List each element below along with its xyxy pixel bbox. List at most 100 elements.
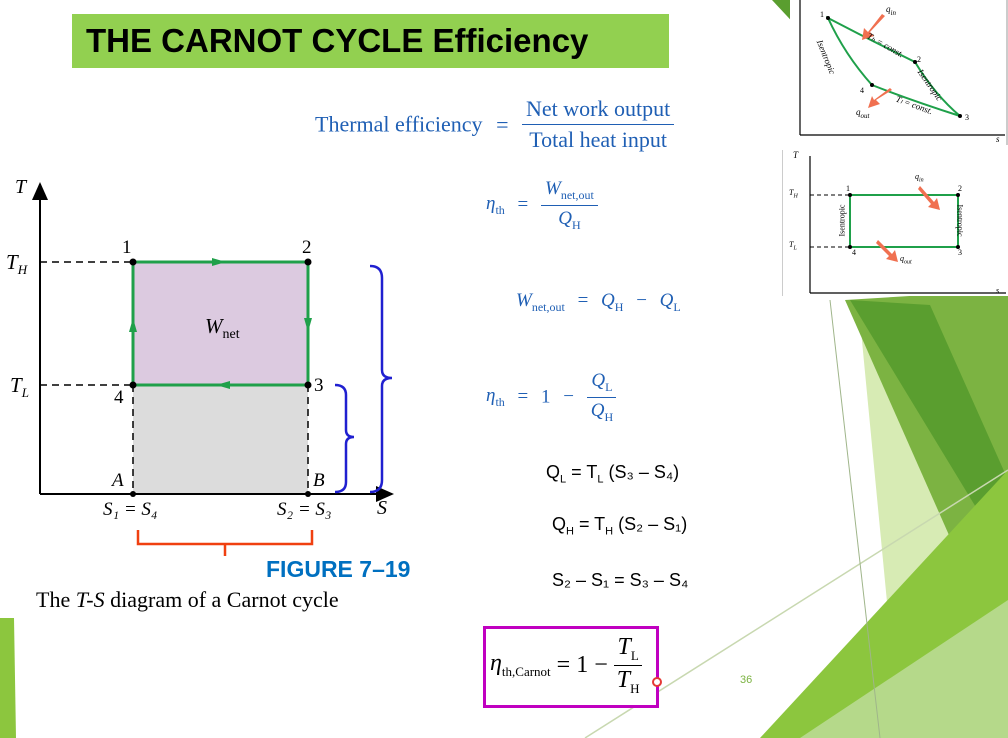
tl-subscript: L <box>630 647 639 663</box>
point-2-dot <box>304 258 312 266</box>
point-b-label: B <box>313 470 325 491</box>
mid-isentropic-right: Isentropic <box>955 204 965 237</box>
cycle-path <box>849 194 959 248</box>
figure-label: FIGURE 7–19 <box>266 556 411 582</box>
deco-shape-left <box>0 618 16 738</box>
heat-in-arrow-icon <box>918 186 940 210</box>
arrow-down-icon <box>304 318 312 332</box>
w-symbol: W <box>545 178 561 199</box>
qh-symbol: Q <box>590 399 605 421</box>
y-axis-label: T <box>15 176 27 198</box>
eta-subscript: th <box>495 394 505 409</box>
one: 1 <box>541 386 551 408</box>
ql-subscript: L <box>673 299 681 314</box>
point-1-dot <box>129 258 137 266</box>
point-2-dot <box>956 193 960 197</box>
qout-main: q <box>900 254 904 263</box>
net-work-equation: Wnet,out = QH − QL <box>516 290 681 315</box>
ql-subscript: L <box>605 379 613 394</box>
one: 1 <box>576 651 589 678</box>
th-sub: H <box>793 193 798 200</box>
mid-isentropic-left: Isentropic <box>837 204 847 237</box>
q-symbol: Q <box>546 462 561 482</box>
point-1-label: 1 <box>122 237 132 258</box>
minus-sign: − <box>594 651 608 678</box>
mid-th-label: TH <box>789 188 798 200</box>
qin-main: q <box>886 4 891 14</box>
ql-symbol: Q <box>659 290 674 311</box>
qh-brace-icon <box>369 264 393 494</box>
equals-sign: = <box>571 462 587 482</box>
top-point-4: 4 <box>860 86 864 95</box>
mid-tl-label: TL <box>789 240 797 252</box>
thermal-efficiency-equation: Thermal efficiency = Net work output Tot… <box>315 96 675 153</box>
point-3-dot <box>304 381 312 389</box>
wnet-sub: net <box>222 327 240 343</box>
q-subscript: L <box>560 473 567 486</box>
qin-sub: in <box>919 177 924 184</box>
eta-subscript: th <box>495 202 505 217</box>
eta-symbol: η <box>490 650 502 677</box>
point-4-dot <box>848 245 852 249</box>
equals-sign: = <box>496 111 509 137</box>
figure-caption: The T-S diagram of a Carnot cycle <box>36 587 339 613</box>
th-main: T <box>6 250 18 274</box>
arrow-up-icon <box>129 318 137 332</box>
eta-subscript: th,Carnot <box>501 664 551 680</box>
point-3-dot <box>956 245 960 249</box>
t-subscript: L <box>597 473 604 486</box>
th-sub: H <box>17 262 28 278</box>
equals-sign: = <box>578 514 595 534</box>
q-ratio-fraction: QL QH <box>587 370 617 425</box>
point-4-dot <box>129 381 137 389</box>
point-3-dot <box>958 114 962 118</box>
t-symbol: T <box>586 462 598 482</box>
carnot-efficiency-box <box>483 626 659 708</box>
minus-sign: − <box>636 290 647 311</box>
tl-label: TL <box>10 373 29 401</box>
mid-point-3: 3 <box>958 248 962 257</box>
arrow-right-icon <box>212 258 226 266</box>
qh-subscript: H <box>604 409 614 424</box>
point-2-dot <box>913 60 917 64</box>
mid-qout-label: qout <box>900 254 912 266</box>
th-symbol: T <box>616 666 631 693</box>
s1-s4-label: S₁ = S₄ <box>103 499 158 520</box>
ql-brace-icon <box>334 383 355 494</box>
wnet-main: W <box>205 314 223 338</box>
q-symbol: Q <box>558 207 572 229</box>
point-4-dot <box>870 83 874 87</box>
entropy-bracket <box>136 530 314 556</box>
th-subscript: H <box>630 680 640 696</box>
qh-equation: QH = TH (S₂ – S₁) <box>552 514 687 538</box>
point-3-label: 3 <box>314 375 324 396</box>
s2-s3-label: S₂ = S₃ <box>277 499 332 520</box>
slide-number: 36 <box>740 674 753 686</box>
t-subscript: H <box>605 525 614 538</box>
top-qout-label: qout <box>856 107 869 120</box>
mid-point-2: 2 <box>958 184 962 193</box>
eta-ratio-equation: ηth = 1 − QL QH <box>486 370 617 425</box>
wnet-area <box>133 262 308 385</box>
denominator-total-heat-input: Total heat input <box>529 127 667 152</box>
ql-equation: QL = TL (S₃ – S₄) <box>546 462 679 486</box>
heat-out-arrow-icon <box>876 240 898 262</box>
equals-sign: = <box>517 194 529 216</box>
caption-ts: T-S <box>75 587 105 612</box>
heat-out-arrow-icon <box>868 88 892 108</box>
tl-sub: L <box>793 245 797 252</box>
point-b-dot <box>305 491 311 497</box>
tl-sub: L <box>21 385 29 401</box>
deco-line-2 <box>829 299 881 738</box>
t-symbol: T <box>594 514 606 534</box>
entropy-difference: (S₃ – S₄) <box>608 462 680 482</box>
ql-area <box>133 385 308 494</box>
point-2-label: 2 <box>302 237 312 258</box>
q-subscript: H <box>571 217 581 232</box>
th-main: T <box>789 188 794 197</box>
arrow-left-icon <box>216 381 230 389</box>
entropy-equality-equation: S₂ – S₁ = S₃ – S₄ <box>552 570 689 590</box>
top-qin-label: qin <box>886 4 896 17</box>
top-point-2: 2 <box>917 55 921 64</box>
mid-axis-s: s <box>996 286 1000 295</box>
